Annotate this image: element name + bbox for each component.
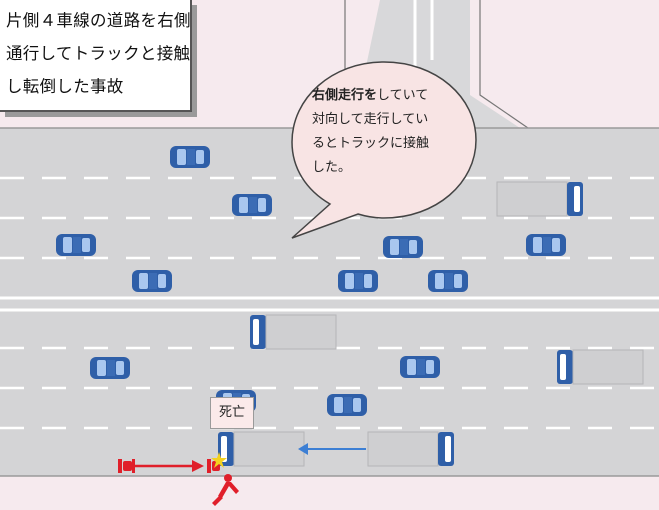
car <box>232 194 272 216</box>
car <box>428 270 468 292</box>
caption-line-3: し転倒した事故 <box>6 77 124 96</box>
bubble-line-2: 対向して走行してい <box>312 112 429 127</box>
side-road-edge-right <box>479 0 529 129</box>
truck <box>367 431 455 467</box>
car <box>132 270 172 292</box>
bubble-line-1: 右側走行をしていて <box>312 84 464 108</box>
car <box>383 236 423 258</box>
car <box>400 356 440 378</box>
caption-line-1: 片側４車線の道路を右側 <box>6 11 191 30</box>
fallen-victim-figure <box>212 474 239 506</box>
speech-bubble-text: 右側走行をしていて 対向して走行してい るとトラックに接触 した。 <box>312 84 464 180</box>
collision-star-icon <box>211 452 227 468</box>
bubble-bold-text: 右側走行を <box>312 88 378 103</box>
lane-markings <box>0 176 659 430</box>
victim-path-arrowhead <box>192 460 204 472</box>
car <box>56 234 96 256</box>
speech-bubble <box>291 61 477 239</box>
car <box>338 270 378 292</box>
truck-direction-arrowhead <box>298 443 308 455</box>
car <box>526 234 566 256</box>
truck <box>249 314 337 350</box>
caption-box: 片側４車線の道路を右側 通行してトラックと接触 し転倒した事故 <box>0 0 192 112</box>
bubble-text-1: していて <box>377 88 429 103</box>
bubble-line-3: るとトラックに接触 <box>312 136 430 151</box>
lower-sidewalk <box>0 476 659 510</box>
truck <box>217 431 305 467</box>
bubble-line-4: した。 <box>312 160 352 175</box>
car <box>327 394 367 416</box>
fatality-label: 死亡 <box>210 397 254 429</box>
car <box>170 146 210 168</box>
car <box>90 357 130 379</box>
truck <box>496 181 584 217</box>
victim-start-figure <box>118 459 135 473</box>
caption-line-2: 通行してトラックと接触 <box>6 44 191 63</box>
truck <box>556 349 644 385</box>
